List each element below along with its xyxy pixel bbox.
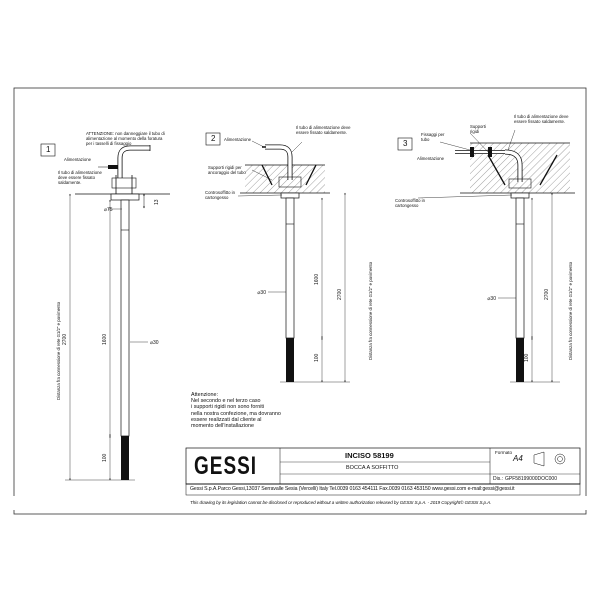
drawing-number: GPF58199000DOC000 (505, 476, 557, 482)
view-2-pipe-dia-label: ⌀30 (257, 290, 266, 296)
view-3-ceiling-note: Controsoffitto in cartongesso (395, 198, 426, 208)
view-2-pipe (285, 197, 295, 339)
view-3-fixing-note: Fissaggi per tubo (421, 132, 445, 142)
projection-symbol-icon (533, 451, 566, 467)
view-1-number: 1 (46, 145, 51, 154)
format-value: A4 (513, 454, 523, 463)
view-3-supports-note: Supporti rigidi (470, 124, 487, 134)
view-2-pipe-black-end (286, 338, 294, 382)
format-label: Formato (495, 450, 513, 455)
view-2-ceiling-hatch (245, 165, 325, 193)
view-3-distance-label: Distanza fra connessione di rete G1/2" e… (568, 261, 573, 360)
view-3-black-length-label: 100 (524, 353, 530, 362)
view-2: ⌀30 2700 Distanza fra connessione di ret… (205, 132, 373, 383)
view-1-flange-height-label: 13 (154, 199, 160, 205)
view-1-pipe-black-end (121, 436, 129, 480)
product-code: INCISO 58199 (345, 451, 394, 460)
view-1-total-height-label: 2700 (62, 334, 68, 345)
drawing-label: Dis.: (493, 476, 503, 482)
view-3-pipe (515, 197, 525, 339)
view-1-pipe-note: Il tubo di alimentazione deve essere fis… (58, 170, 102, 185)
view-2-ceiling-note: Controsoffitto in cartongesso (205, 190, 236, 200)
view-2-feed-label: Alimentazione (224, 137, 251, 142)
view-2-number-box (205, 132, 221, 146)
view-3-total-height-label: 2700 (544, 289, 550, 300)
view-2-number: 2 (211, 134, 216, 143)
view-1-feed-label: Alimentazione (64, 157, 91, 162)
view-2-distance-label: Distanza fra connessione di rete G1/2" e… (368, 261, 373, 360)
view-1: 13 ⌀75 ⌀30 2700 Distanza fra connessione… (40, 143, 170, 481)
view-1-pipe-length-label: 1600 (102, 334, 108, 345)
view-1-flange-dia-label: ⌀75 (104, 207, 113, 213)
title-block (0, 447, 600, 510)
gessi-logo: GESSI (194, 453, 258, 481)
view-3-pipe-note: Il tubo di alimentazione deve essere fis… (514, 114, 569, 124)
company-address: Gessi S.p.A.Parco Gessi,13037 Serravalle… (190, 486, 515, 492)
view-3-feed-label: Alimentazione (417, 156, 444, 161)
view-1-warning-note: ATTENZIONE: non danneggiare il tubo di a… (86, 131, 165, 146)
view-1-distance-label: Distanza fra connessione di rete G1/2" e… (56, 301, 61, 400)
view-1-black-length-label: 100 (102, 453, 108, 462)
view-2-supports-note: Supporti rigidi per ancoraggio del tubo (208, 165, 246, 175)
view-2-total-height-label: 2700 (337, 289, 343, 300)
view-1-flange (110, 193, 140, 201)
view-1-pipe (120, 199, 130, 437)
product-description: BOCCA A SOFFITTO (346, 465, 399, 471)
sheet-border (13, 87, 587, 515)
view-3-pipe-dia-label: ⌀30 (487, 296, 496, 302)
view-2-pipe-note: Il tubo di alimentazione deve essere fis… (296, 125, 351, 135)
attention-note: Attenzione: Nel secondo e nel terzo caso… (191, 392, 281, 430)
view-3-number-box (397, 137, 413, 151)
view-1-pipe-dia-label: ⌀30 (150, 340, 159, 346)
view-3: ⌀30 2700 Distanza fra connessione di ret… (397, 129, 575, 383)
view-2-pipe-length-label: 1600 (314, 274, 320, 285)
view-2-black-length-label: 100 (314, 353, 320, 362)
view-3-number: 3 (403, 139, 408, 148)
view-3-pipe-black-end (516, 338, 524, 382)
view-1-number-box (40, 143, 56, 157)
view-1-spout (117, 145, 150, 178)
copyright-disclaimer: This drawing by its legislation cannot b… (190, 500, 492, 505)
